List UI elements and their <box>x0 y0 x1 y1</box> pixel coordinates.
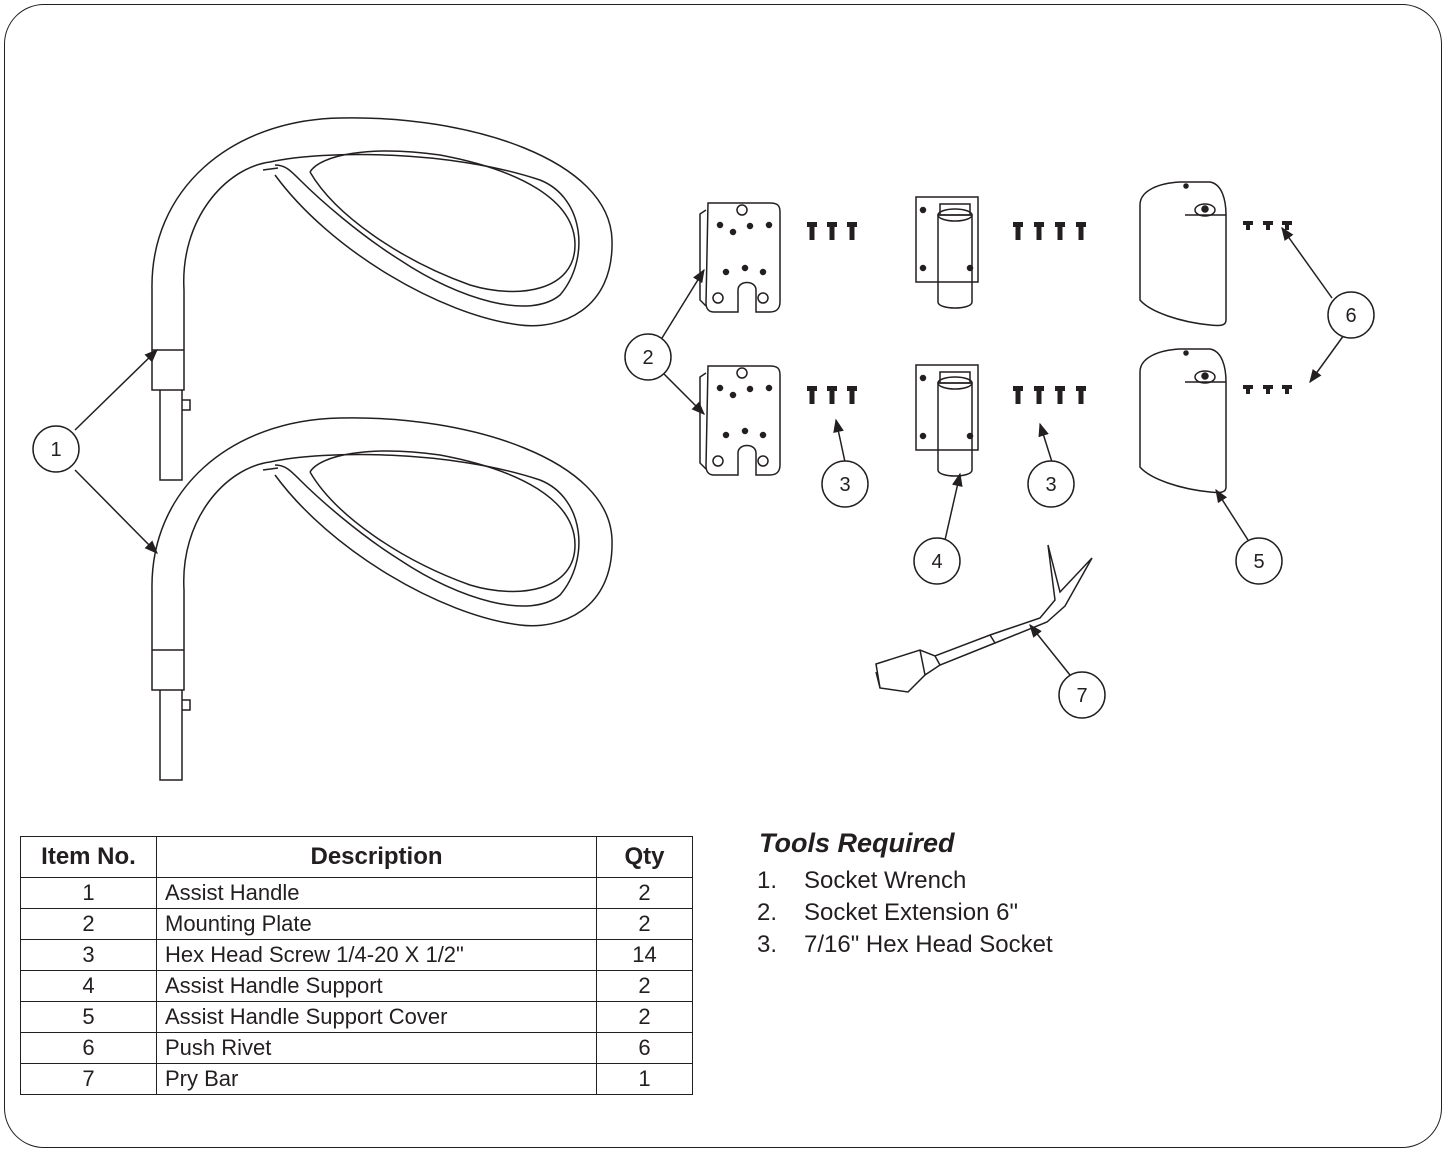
cell-description: Hex Head Screw 1/4-20 X 1/2" <box>156 939 597 971</box>
cell-item-no: 4 <box>20 970 157 1002</box>
diagram-frame <box>4 4 1442 1148</box>
list-number: 3. <box>757 931 778 958</box>
callout-label: 1 <box>50 439 61 461</box>
cell-qty: 2 <box>596 877 693 909</box>
assist-handle-lower <box>151 417 613 781</box>
screw-group-1 <box>807 222 857 240</box>
mounting-plate-lower <box>699 365 781 476</box>
leader-lines <box>74 226 1345 676</box>
screw-group-3 <box>1013 222 1086 240</box>
cell-description: Assist Handle Support <box>156 970 597 1002</box>
callout-6: 6 <box>1327 291 1375 339</box>
cell-description: Pry Bar <box>156 1063 597 1095</box>
tool-label: 7/16" Hex Head Socket <box>804 931 1053 958</box>
screw-group-2 <box>807 386 857 404</box>
cell-description: Mounting Plate <box>156 908 597 940</box>
cell-item-no: 6 <box>20 1032 157 1064</box>
rivet-group-1 <box>1243 221 1292 230</box>
cell-qty: 14 <box>596 939 693 971</box>
handle-support-lower <box>915 364 979 477</box>
tools-list: 1. Socket Wrench 2. Socket Extension 6" … <box>757 865 1357 961</box>
tool-label: Socket Extension 6" <box>804 899 1018 926</box>
header-description: Description <box>156 836 597 878</box>
cell-item-no: 3 <box>20 939 157 971</box>
callout-label: 3 <box>839 474 850 496</box>
cell-item-no: 2 <box>20 908 157 940</box>
cell-description: Assist Handle Support Cover <box>156 1001 597 1033</box>
list-number: 1. <box>757 867 778 894</box>
cell-qty: 6 <box>596 1032 693 1064</box>
callout-4: 4 <box>913 537 961 585</box>
callout-label: 6 <box>1345 305 1356 327</box>
cell-qty: 2 <box>596 1001 693 1033</box>
table-row: 1 Assist Handle 2 <box>20 877 693 909</box>
callout-1: 1 <box>32 425 80 473</box>
header-item-no: Item No. <box>20 836 157 878</box>
tool-label: Socket Wrench <box>804 867 967 894</box>
table-header-row: Item No. Description Qty <box>20 836 693 878</box>
cell-qty: 2 <box>596 970 693 1002</box>
assist-handle-upper <box>151 117 613 481</box>
table-row: 7 Pry Bar 1 <box>20 1063 693 1095</box>
rivet-group-2 <box>1243 385 1292 394</box>
table-row: 6 Push Rivet 6 <box>20 1032 693 1064</box>
header-qty: Qty <box>596 836 693 878</box>
callout-label: 2 <box>642 347 653 369</box>
tools-required-section: Tools Required 1. Socket Wrench 2. Socke… <box>757 828 1357 961</box>
cell-description: Push Rivet <box>156 1032 597 1064</box>
cell-item-no: 1 <box>20 877 157 909</box>
parts-table: Item No. Description Qty 1 Assist Handle… <box>20 836 693 1095</box>
callout-3b: 3 <box>1027 460 1075 508</box>
table-row: 5 Assist Handle Support Cover 2 <box>20 1001 693 1033</box>
callout-3a: 3 <box>821 460 869 508</box>
callout-label: 7 <box>1076 685 1087 707</box>
callout-2: 2 <box>624 333 672 381</box>
screw-group-4 <box>1013 386 1086 404</box>
callout-label: 5 <box>1253 551 1264 573</box>
list-item: 3. 7/16" Hex Head Socket <box>757 929 1357 961</box>
callout-5: 5 <box>1235 537 1283 585</box>
tools-title: Tools Required <box>759 828 955 858</box>
pry-bar <box>875 544 1093 693</box>
callout-label: 3 <box>1045 474 1056 496</box>
callout-label: 4 <box>931 551 942 573</box>
table-row: 2 Mounting Plate 2 <box>20 908 693 940</box>
cell-description: Assist Handle <box>156 877 597 909</box>
cell-qty: 2 <box>596 908 693 940</box>
support-cover-upper <box>1139 181 1227 327</box>
list-item: 2. Socket Extension 6" <box>757 897 1357 929</box>
table-row: 3 Hex Head Screw 1/4-20 X 1/2" 14 <box>20 939 693 971</box>
support-cover-lower <box>1139 348 1227 494</box>
cell-item-no: 5 <box>20 1001 157 1033</box>
cell-item-no: 7 <box>20 1063 157 1095</box>
list-number: 2. <box>757 899 778 926</box>
mounting-plate-upper <box>699 202 781 313</box>
callout-7: 7 <box>1058 671 1106 719</box>
handle-support-upper <box>915 196 979 309</box>
table-row: 4 Assist Handle Support 2 <box>20 970 693 1002</box>
cell-qty: 1 <box>596 1063 693 1095</box>
list-item: 1. Socket Wrench <box>757 865 1357 897</box>
